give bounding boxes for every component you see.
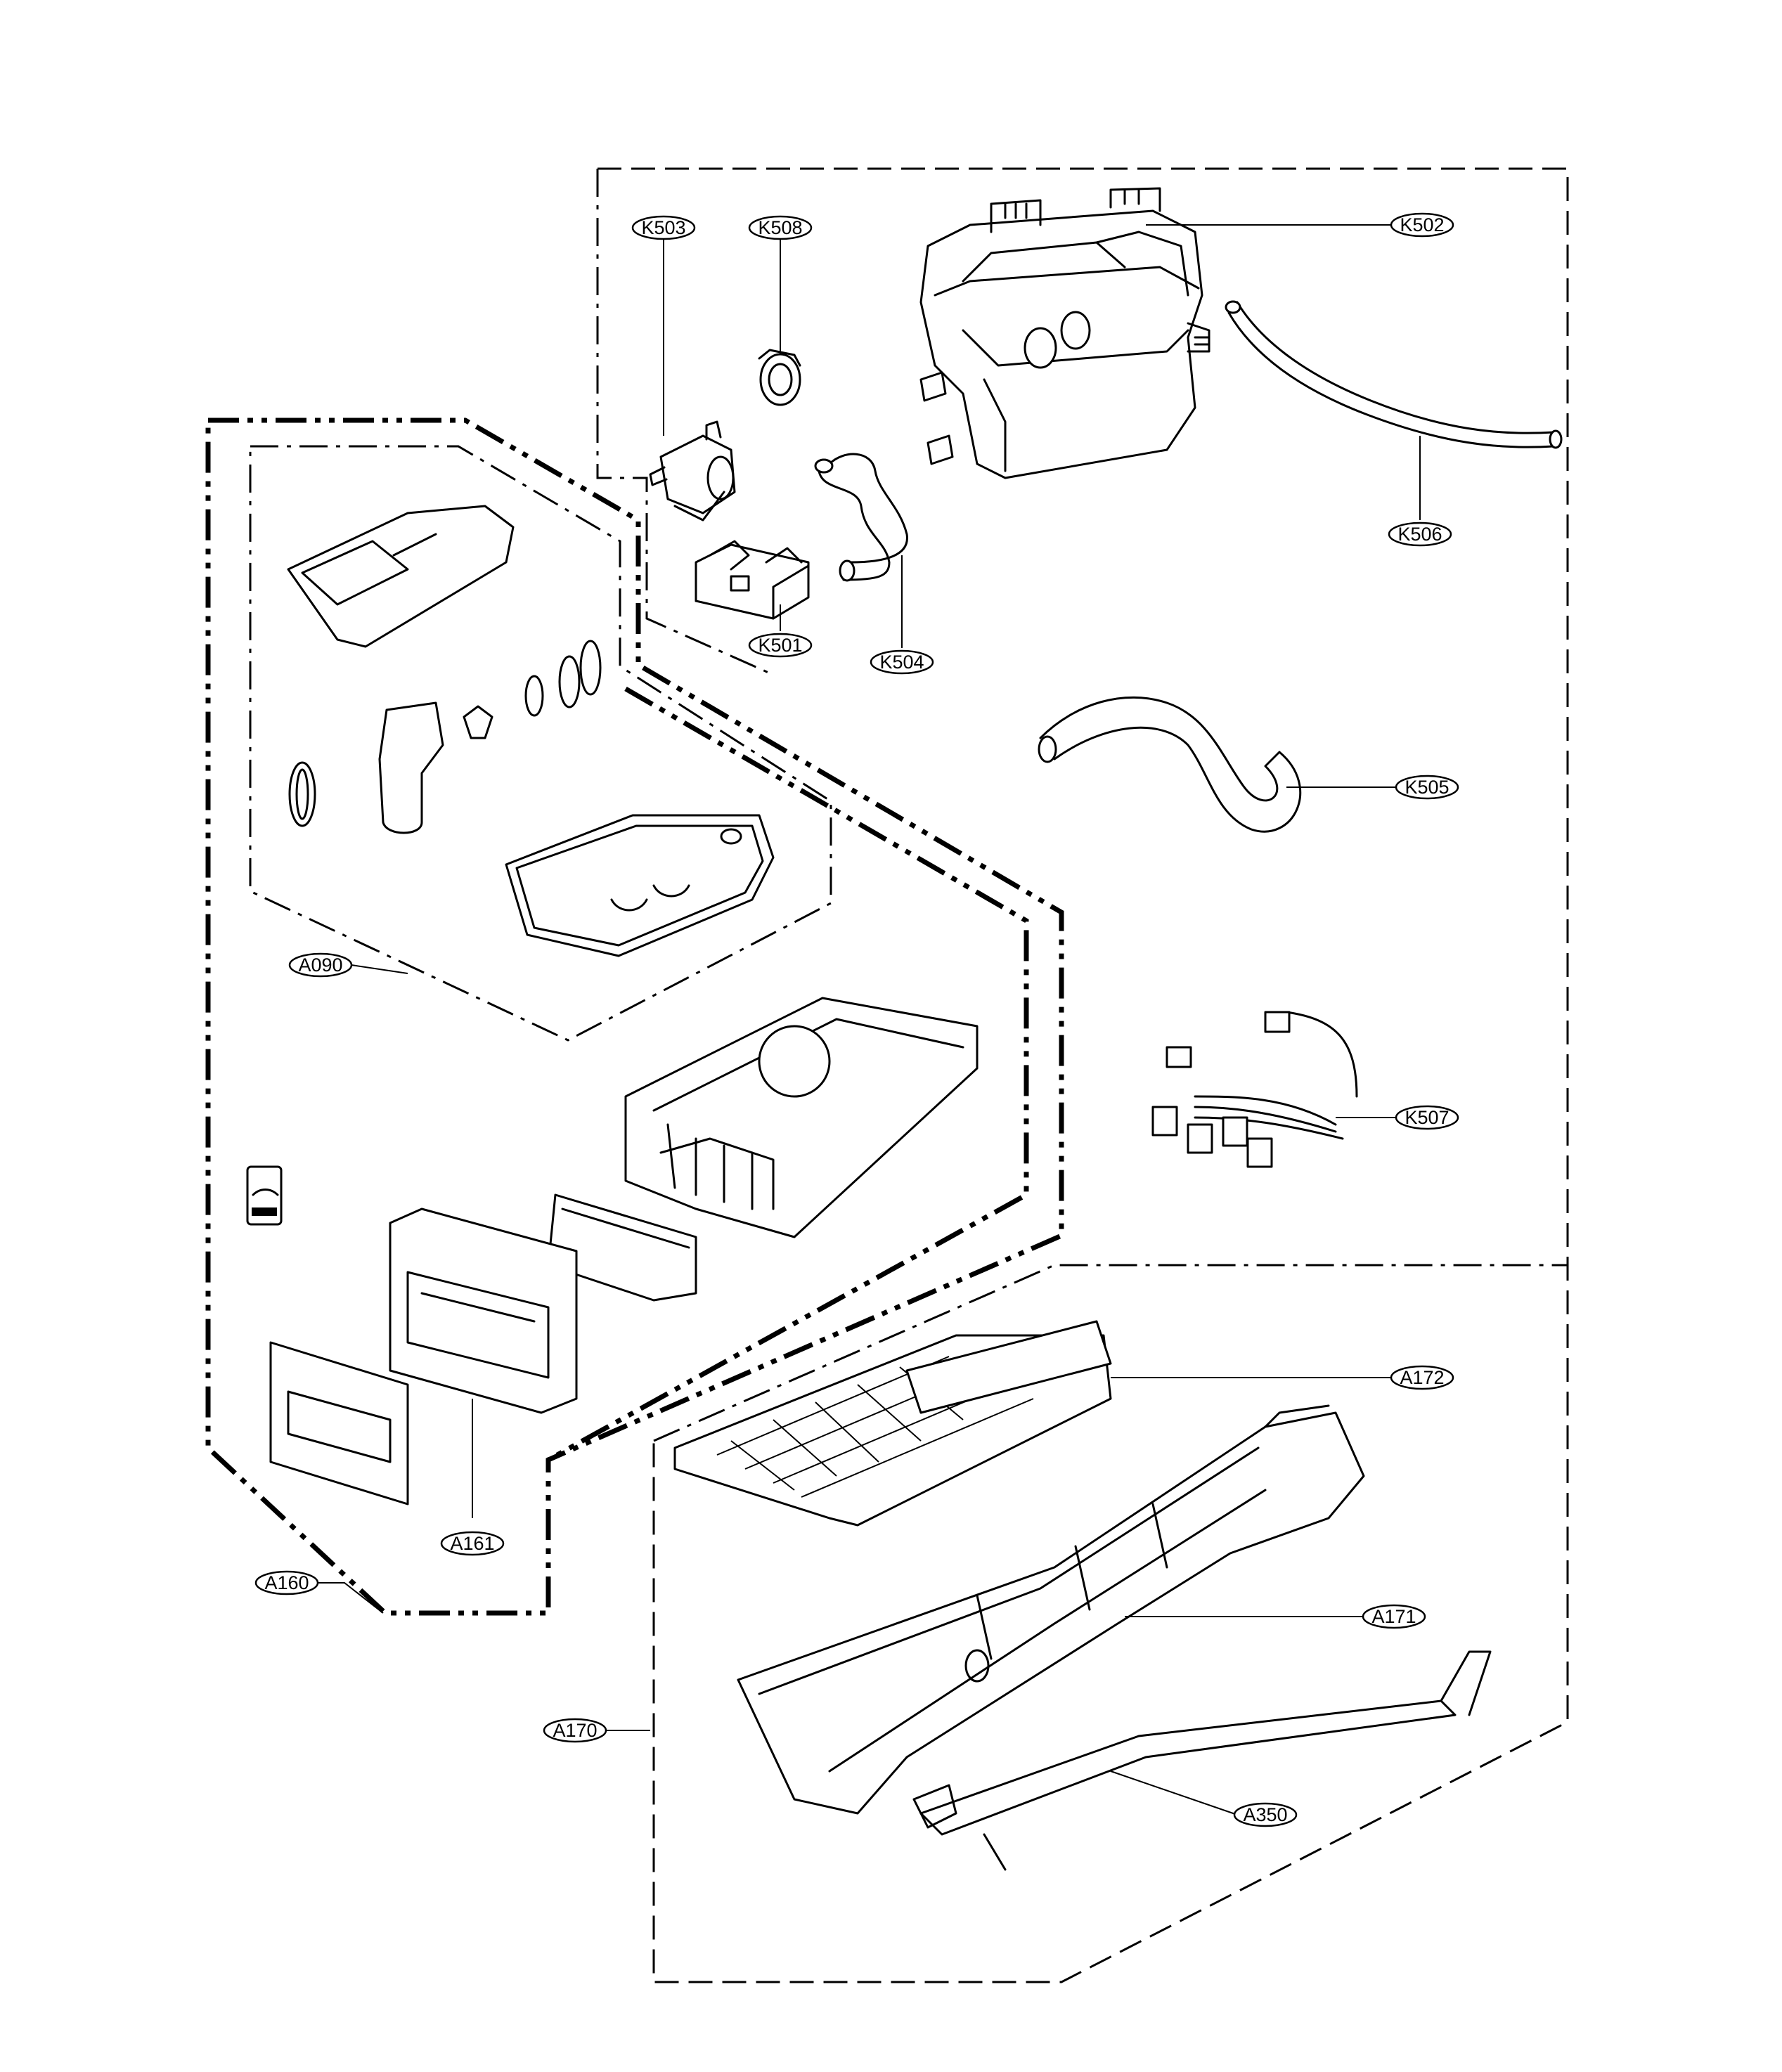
callout-a161: A161 — [440, 1531, 505, 1556]
svg-text:A172: A172 — [1400, 1367, 1444, 1388]
leader-a160 — [316, 1582, 384, 1614]
drawer-handle-cover — [269, 1341, 409, 1506]
dispenser-base-housing — [737, 1404, 1365, 1815]
wire-harness — [1151, 1011, 1358, 1168]
callout-k505: K505 — [1395, 775, 1459, 800]
svg-text:K507: K507 — [1405, 1107, 1449, 1128]
elite-badge-icon — [246, 1165, 283, 1226]
group-boundary-a160 — [205, 417, 1064, 1616]
steam-generator-tank — [919, 187, 1210, 479]
svg-text:A090: A090 — [298, 954, 342, 976]
water-valve — [649, 420, 736, 522]
dispenser-tray — [505, 814, 775, 957]
callout-a090: A090 — [288, 952, 353, 978]
mounting-bracket — [912, 1650, 1492, 1871]
steam-feeder-cup — [287, 505, 515, 648]
group-boundary-a160-inner — [547, 686, 1029, 1463]
svg-text:A160: A160 — [264, 1572, 309, 1593]
group-boundary-k500 — [598, 167, 1569, 1983]
group-boundary-k500-inner — [596, 169, 774, 676]
drawer-housing — [624, 997, 979, 1238]
svg-text:K506: K506 — [1397, 524, 1442, 545]
callout-k507: K507 — [1395, 1105, 1459, 1130]
svg-text:A171: A171 — [1371, 1606, 1416, 1627]
callout-k506: K506 — [1388, 522, 1452, 547]
callout-k502: K502 — [1390, 212, 1454, 238]
svg-text:A161: A161 — [450, 1533, 494, 1554]
leader-a090 — [351, 964, 408, 974]
dispenser-seals — [288, 640, 602, 834]
leader-a350 — [1110, 1770, 1238, 1815]
callout-a170: A170 — [543, 1718, 607, 1743]
group-boundary-a090 — [249, 445, 832, 1042]
drawer-panel — [389, 1207, 578, 1414]
callout-k501: K501 — [748, 633, 813, 658]
svg-text:K508: K508 — [758, 217, 802, 238]
svg-text:A170: A170 — [553, 1720, 597, 1741]
svg-text:K502: K502 — [1400, 214, 1444, 235]
base-rail — [905, 1320, 1112, 1414]
inlet-hose — [1039, 696, 1302, 833]
svg-text:K501: K501 — [758, 635, 802, 656]
svg-text:K505: K505 — [1405, 777, 1449, 798]
elbow-hose — [828, 453, 908, 564]
drain-hose — [1236, 301, 1555, 434]
callout-k508: K508 — [748, 215, 813, 240]
hose-clamp — [758, 349, 801, 406]
callout-a160: A160 — [254, 1570, 319, 1595]
callout-a350: A350 — [1233, 1802, 1298, 1827]
callout-k504: K504 — [870, 649, 934, 675]
callout-a172: A172 — [1390, 1365, 1454, 1390]
callout-a171: A171 — [1362, 1604, 1426, 1629]
callout-k503: K503 — [631, 215, 696, 240]
svg-text:K503: K503 — [641, 217, 685, 238]
svg-text:A350: A350 — [1243, 1804, 1287, 1825]
valve-bracket — [695, 540, 810, 620]
svg-text:K504: K504 — [879, 652, 924, 673]
